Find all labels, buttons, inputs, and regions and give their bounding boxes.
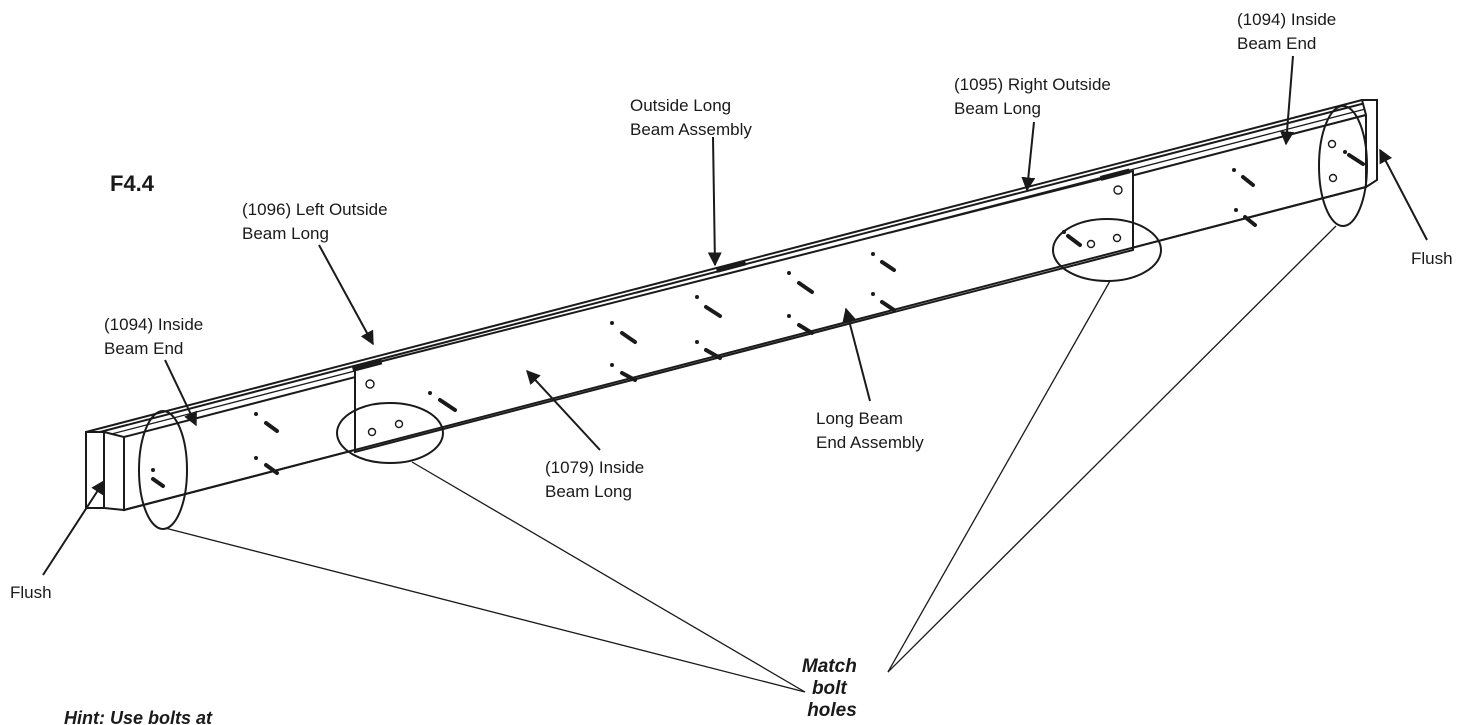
label-outside-long-beam-assembly: Outside Long Beam Assembly xyxy=(630,96,752,139)
ellipse-left-plate xyxy=(336,402,444,464)
left-outside-plate xyxy=(354,169,1134,454)
ellipse-left-end xyxy=(138,410,188,530)
bolts xyxy=(151,150,1365,488)
label-inside-beam-end-left: (1094) Inside Beam End xyxy=(104,315,208,358)
label-inside-beam-end-top: (1094) Inside Beam End xyxy=(1237,10,1341,53)
label-inside-beam-long: (1079) Inside Beam Long xyxy=(545,458,649,501)
callout-ellipses xyxy=(138,105,1368,530)
beam-body xyxy=(85,99,1378,512)
arrow-inside-beam-end-left xyxy=(164,359,197,427)
arrow-inside-beam-long xyxy=(526,369,601,451)
label-long-beam-end-assembly: Long Beam End Assembly xyxy=(816,409,924,452)
arrow-flush-left xyxy=(42,479,105,576)
arrow-inside-beam-end-top xyxy=(1280,55,1294,146)
match-lines xyxy=(164,225,1337,693)
arrow-left-outside-beam-long xyxy=(318,244,374,346)
holes xyxy=(365,139,1338,437)
label-flush-left: Flush xyxy=(10,583,52,602)
seam-middle xyxy=(716,260,747,273)
label-left-outside-beam-long: (1096) Left Outside Beam Long xyxy=(242,200,392,243)
ellipse-right-plate xyxy=(1052,218,1162,282)
hint-text: Hint: Use bolts at xyxy=(64,708,213,725)
arrow-long-beam-end-assembly xyxy=(842,307,871,402)
figure-label: F4.4 xyxy=(110,171,155,196)
ellipse-right-end xyxy=(1318,105,1368,227)
arrow-right-outside-beam-long xyxy=(1021,121,1036,192)
arrow-flush-right xyxy=(1379,148,1428,241)
arrow-outside-long-beam-assembly xyxy=(707,136,722,267)
seam-left xyxy=(352,359,383,372)
label-match-bolt-holes: Match bolt holes xyxy=(802,656,862,721)
leader-arrows xyxy=(42,55,1428,576)
label-flush-right: Flush xyxy=(1411,249,1453,268)
right-end-block xyxy=(1360,99,1378,189)
label-right-outside-beam-long: (1095) Right Outside Beam Long xyxy=(954,75,1116,118)
seam-right xyxy=(1100,168,1131,181)
